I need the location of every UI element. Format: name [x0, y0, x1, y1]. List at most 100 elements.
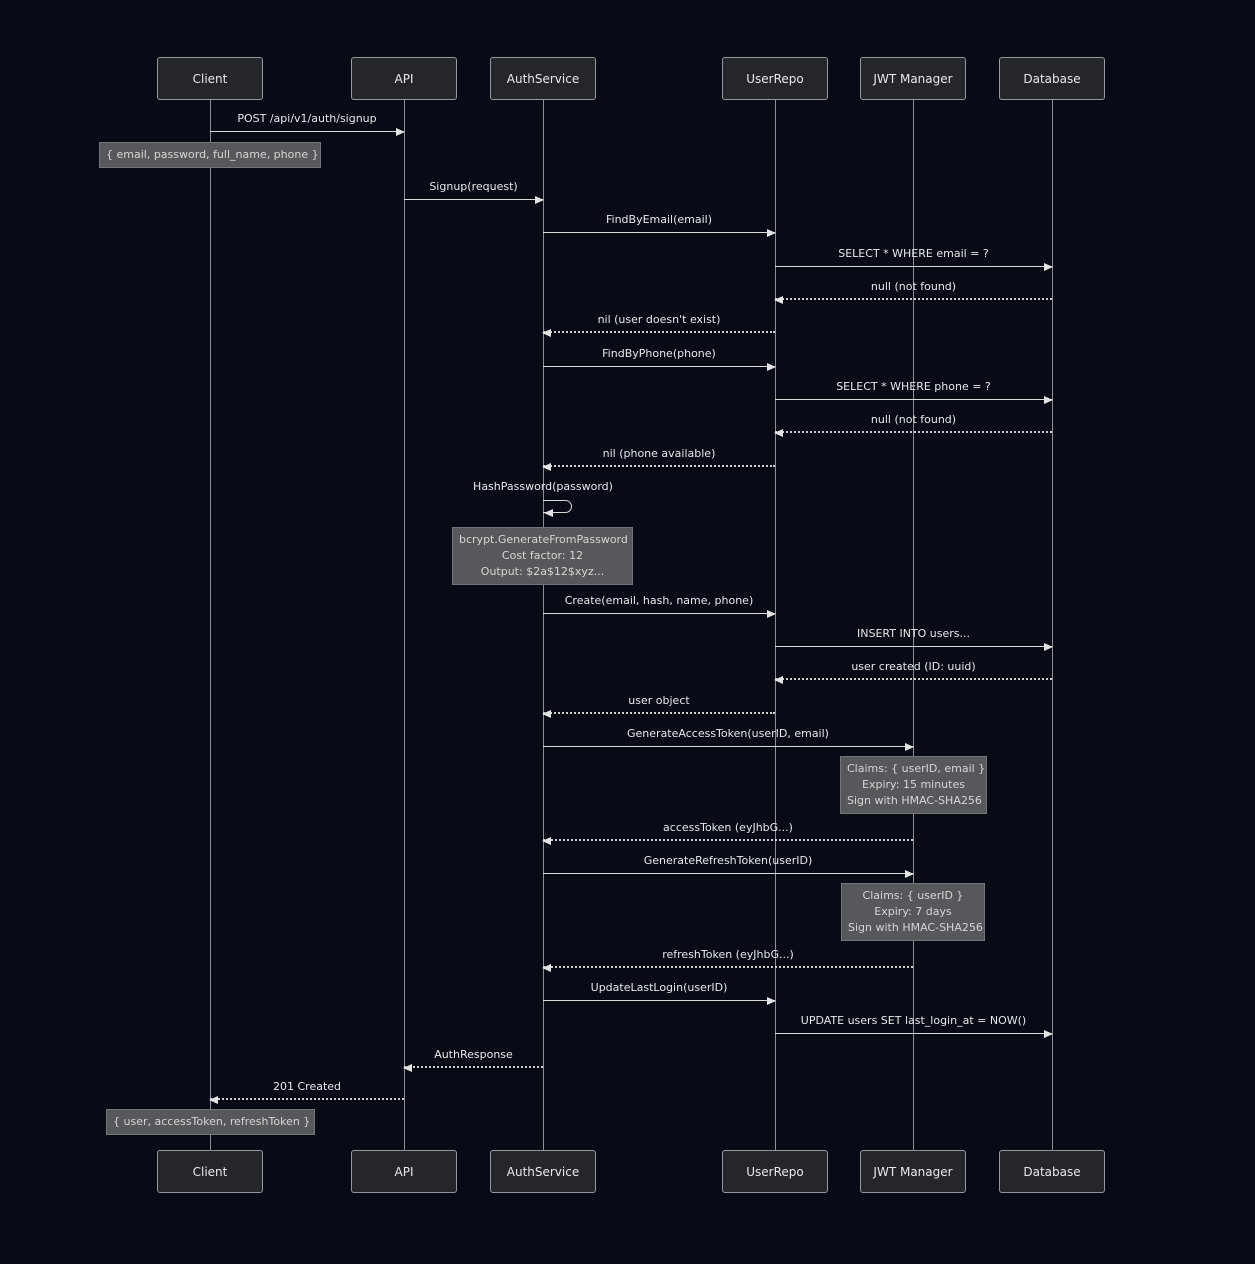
- message-label: refreshToken (eyJhbG...): [662, 948, 794, 961]
- message-line: [775, 646, 1052, 647]
- message-auth-response: AuthResponse: [403, 1042, 543, 1072]
- self-loop-line: [543, 500, 572, 513]
- participant-api-bottom: API: [351, 1150, 457, 1193]
- note-line: Output: $2a$12$xyz...: [480, 565, 605, 578]
- message-signup-request: Signup(request): [404, 174, 544, 204]
- note-response-payload: { user, accessToken, refreshToken }: [106, 1109, 315, 1135]
- message-line: [775, 298, 1052, 300]
- message-label: UpdateLastLogin(userID): [590, 981, 728, 994]
- message-update-users-sql: UPDATE users SET last_login_at = NOW(): [775, 1008, 1053, 1038]
- message-label: user created (ID: uuid): [851, 660, 976, 673]
- message-line: [543, 746, 913, 747]
- participant-label: Client: [192, 1164, 228, 1179]
- participant-label: UserRepo: [746, 1164, 804, 1179]
- note-signup-payload: { email, password, full_name, phone }: [99, 142, 321, 168]
- message-201-created: 201 Created: [209, 1074, 404, 1104]
- message-create-user: Create(email, hash, name, phone): [543, 588, 776, 618]
- arrowhead-icon: [209, 1096, 218, 1104]
- message-label: Create(email, hash, name, phone): [564, 594, 754, 607]
- message-line: [775, 431, 1052, 433]
- participant-api-top: API: [351, 57, 457, 100]
- message-generate-refresh-token: GenerateRefreshToken(userID): [543, 848, 914, 878]
- message-line: [210, 131, 404, 132]
- participant-userrepo-top: UserRepo: [722, 57, 828, 100]
- message-line: [775, 399, 1052, 400]
- message-null-not-found-phone: null (not found): [774, 407, 1052, 437]
- message-label: null (not found): [870, 280, 957, 293]
- arrowhead-icon: [767, 229, 776, 237]
- arrowhead-icon: [535, 196, 544, 204]
- participant-label: API: [394, 1164, 414, 1179]
- arrowhead-icon: [905, 743, 914, 751]
- message-update-last-login: UpdateLastLogin(userID): [543, 975, 776, 1005]
- note-access-token-claims: Claims: { userID, email } Expiry: 15 min…: [840, 756, 987, 814]
- message-insert-into-users: INSERT INTO users...: [775, 621, 1053, 651]
- arrowhead-icon: [905, 870, 914, 878]
- message-label: POST /api/v1/auth/signup: [237, 112, 377, 125]
- message-line: [543, 712, 775, 714]
- arrowhead-icon: [774, 429, 783, 437]
- message-findbyphone: FindByPhone(phone): [543, 341, 776, 371]
- arrowhead-icon: [1044, 643, 1053, 651]
- message-label: GenerateAccessToken(userID, email): [627, 727, 829, 740]
- participant-authservice-top: AuthService: [490, 57, 596, 100]
- note-refresh-token-claims: Claims: { userID } Expiry: 7 days Sign w…: [841, 883, 985, 941]
- participant-authservice-bottom: AuthService: [490, 1150, 596, 1193]
- message-label: FindByPhone(phone): [602, 347, 716, 360]
- arrowhead-icon: [544, 509, 553, 517]
- message-nil-user-doesnt-exist: nil (user doesn't exist): [542, 307, 775, 337]
- lifeline-client: [210, 100, 211, 1151]
- message-label: FindByEmail(email): [605, 213, 713, 226]
- lifeline-userrepo: [775, 100, 776, 1151]
- arrowhead-icon: [1044, 263, 1053, 271]
- participant-label: JWT Manager: [873, 71, 953, 86]
- participant-userrepo-bottom: UserRepo: [722, 1150, 828, 1193]
- message-label: nil (phone available): [602, 447, 716, 460]
- message-line: [543, 331, 775, 333]
- arrowhead-icon: [774, 296, 783, 304]
- lifeline-database: [1052, 100, 1053, 1151]
- note-line: { email, password, full_name, phone }: [106, 148, 319, 161]
- lifeline-jwtmanager: [913, 100, 914, 1151]
- message-null-not-found-email: null (not found): [774, 274, 1052, 304]
- message-line: [404, 1066, 543, 1068]
- message-line: [404, 199, 543, 200]
- lifeline-authservice: [543, 100, 544, 1151]
- lifeline-api: [404, 100, 405, 1151]
- note-line: Claims: { userID, email }: [847, 762, 986, 775]
- participant-jwtmanager-top: JWT Manager: [860, 57, 966, 100]
- message-user-object: user object: [542, 688, 775, 718]
- message-hashpassword: HashPassword(password): [473, 480, 613, 493]
- message-line: [543, 465, 775, 467]
- note-line: bcrypt.GenerateFromPassword: [459, 533, 628, 546]
- message-post-signup: POST /api/v1/auth/signup: [210, 106, 405, 136]
- arrowhead-icon: [396, 128, 405, 136]
- participant-database-bottom: Database: [999, 1150, 1105, 1193]
- message-label: accessToken (eyJhbG...): [663, 821, 793, 834]
- participant-label: AuthService: [506, 71, 580, 86]
- participant-label: UserRepo: [746, 71, 804, 86]
- arrowhead-icon: [542, 329, 551, 337]
- participant-label: Database: [1023, 1164, 1081, 1179]
- message-line: [543, 232, 775, 233]
- message-line: [543, 873, 913, 874]
- message-line: [543, 366, 775, 367]
- message-line: [543, 966, 913, 968]
- participant-label: AuthService: [506, 1164, 580, 1179]
- message-label: Signup(request): [429, 180, 518, 193]
- note-line: Expiry: 7 days: [874, 905, 952, 918]
- arrowhead-icon: [767, 610, 776, 618]
- message-generate-access-token: GenerateAccessToken(userID, email): [543, 721, 914, 751]
- message-line: [543, 1000, 775, 1001]
- message-line: [775, 678, 1052, 680]
- arrowhead-icon: [1044, 396, 1053, 404]
- arrowhead-icon: [542, 463, 551, 471]
- message-refresh-token-return: refreshToken (eyJhbG...): [542, 942, 913, 972]
- arrowhead-icon: [774, 676, 783, 684]
- message-label: INSERT INTO users...: [856, 627, 971, 640]
- message-line: [775, 1033, 1052, 1034]
- participant-label: JWT Manager: [873, 1164, 953, 1179]
- arrowhead-icon: [542, 710, 551, 718]
- arrowhead-icon: [767, 363, 776, 371]
- message-nil-phone-available: nil (phone available): [542, 441, 775, 471]
